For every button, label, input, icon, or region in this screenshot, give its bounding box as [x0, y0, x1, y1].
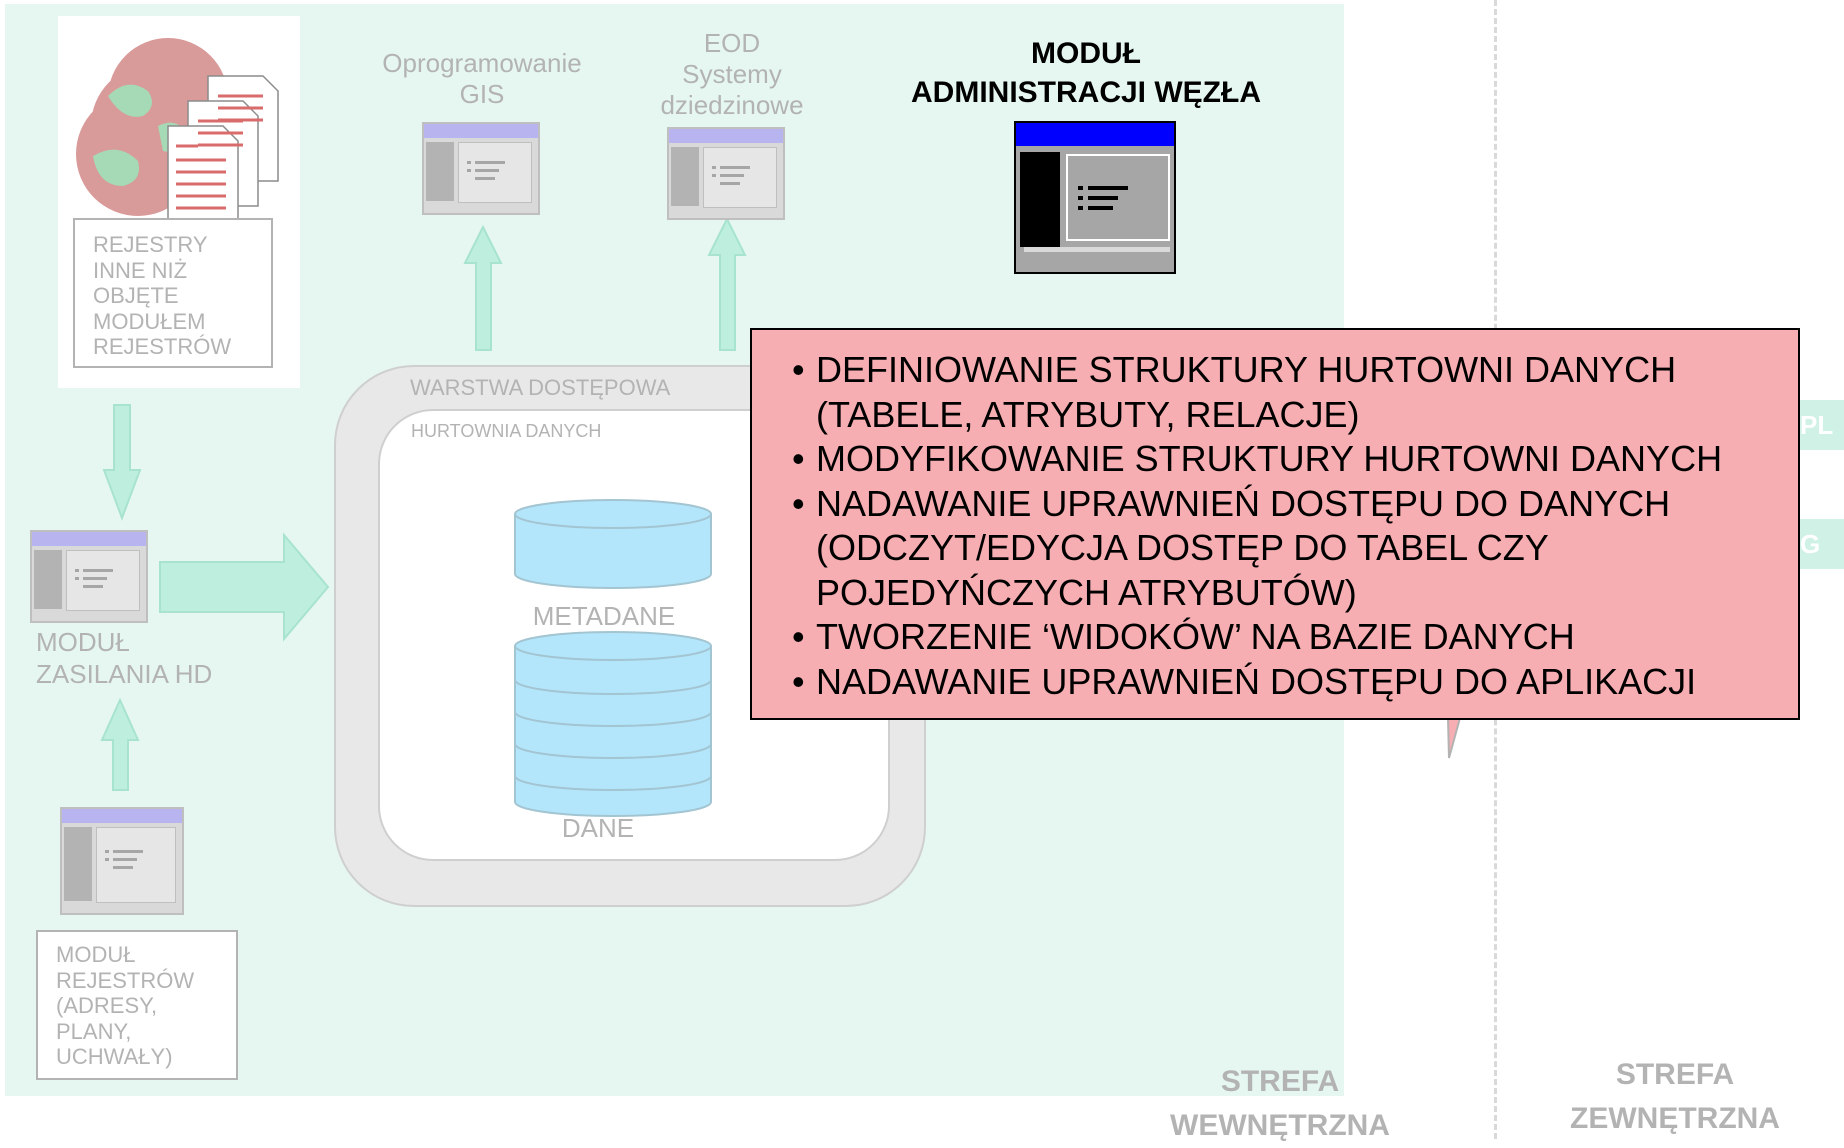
callout-item: NADAWANIE UPRAWNIEŃ DOSTĘPU DO APLIKACJI: [772, 660, 1778, 705]
database-cylinders: [514, 499, 712, 817]
eod-window-icon: [667, 127, 785, 220]
arrow-registry-to-feed: [100, 697, 140, 791]
edge-tab-bottom: G: [1796, 519, 1844, 569]
internal-zone-label: STREFA WEWNĘTRZNA: [1170, 1065, 1390, 1142]
callout-item: DEFINIOWANIE STRUKTURY HURTOWNI DANYCH (…: [772, 348, 1778, 437]
callout-item: MODYFIKOWANIE STRUKTURY HURTOWNI DANYCH: [772, 437, 1778, 482]
feed-window-icon: [30, 530, 148, 623]
arrow-registries-to-feed: [102, 404, 142, 521]
feed-module-label: MODUŁ ZASILANIA HD: [36, 626, 212, 690]
admin-title-line1: MODUŁ: [1031, 37, 1141, 70]
eod-label: EOD Systemy dziedzinowe: [630, 28, 834, 121]
registries-panel: REJESTRY INNE NIŻ OBJĘTE MODUŁEM REJESTR…: [58, 16, 300, 388]
admin-window-icon: [1014, 121, 1176, 274]
gis-label-line1: Oprogramowanie: [382, 48, 582, 78]
arrow-to-gis: [463, 224, 503, 351]
arrow-feed-to-warehouse: [159, 532, 330, 642]
admin-functions-list: DEFINIOWANIE STRUKTURY HURTOWNI DANYCH (…: [772, 348, 1778, 704]
callout-item: NADAWANIE UPRAWNIEŃ DOSTĘPU DO DANYCH (O…: [772, 482, 1778, 616]
admin-functions-callout: DEFINIOWANIE STRUKTURY HURTOWNI DANYCH (…: [750, 328, 1800, 720]
admin-module-title: MODUŁ ADMINISTRACJI WĘZŁA: [880, 34, 1292, 112]
gis-window-icon: [422, 122, 540, 215]
edge-tab-top: PL: [1796, 400, 1844, 450]
registries-other-label: REJESTRY INNE NIŻ OBJĘTE MODUŁEM REJESTR…: [73, 218, 273, 368]
arrow-to-eod: [707, 216, 747, 351]
feed-label-line1: MODUŁ: [36, 627, 130, 657]
data-warehouse-label: HURTOWNIA DANYCH: [411, 421, 602, 441]
eod-label-line1: EOD: [703, 28, 761, 58]
callout-item: TWORZENIE ‘WIDOKÓW’ NA BAZIE DANYCH: [772, 615, 1778, 660]
metadata-cylinder: [514, 499, 712, 589]
data-label: DANE: [561, 813, 635, 843]
admin-title-line2: ADMINISTRACJI WĘZŁA: [911, 76, 1261, 109]
globe-documents-icon: [76, 38, 279, 226]
external-zone-label: STREFA ZEWNĘTRZNA: [1570, 1058, 1780, 1135]
access-layer-label: WARSTWA DOSTĘPOWA: [410, 375, 671, 400]
eod-label-line2: Systemy: [682, 59, 782, 89]
eod-label-line3: dziedzinowe: [660, 90, 804, 120]
callout-pointer: [1447, 717, 1461, 759]
registry-window-icon: [60, 807, 184, 915]
data-cylinder: [514, 631, 712, 817]
feed-label-line2: ZASILANIA HD: [36, 659, 213, 689]
metadata-label: METADANE: [532, 601, 676, 631]
gis-label-line2: GIS: [459, 79, 505, 109]
gis-label: Oprogramowanie GIS: [370, 48, 594, 110]
registry-module-label: MODUŁ REJESTRÓW (ADRESY, PLANY, UCHWAŁY): [36, 930, 238, 1080]
